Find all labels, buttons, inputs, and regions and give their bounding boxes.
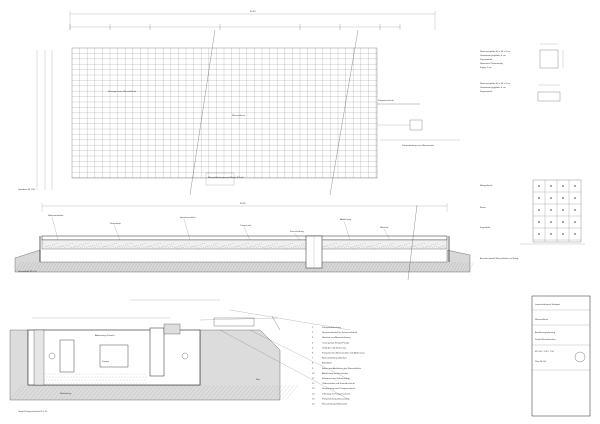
section-caption: Schnitt A-A' M 1:20 bbox=[18, 270, 37, 273]
small-detail-label-1: Belagsfläche bbox=[480, 185, 493, 187]
legend-top: Natursteinplatte 30 x 30 x 3 cmUnterbeto… bbox=[480, 43, 564, 102]
section-label: Kiesschüttung bbox=[290, 230, 305, 233]
section-label: Natursteinplatte bbox=[48, 214, 64, 217]
list-number: 14 bbox=[312, 393, 315, 395]
list-item: Geländer und Sicherung bbox=[322, 346, 346, 349]
list-number: 6 bbox=[312, 353, 314, 355]
list-number: 4 bbox=[312, 342, 314, 344]
plan-label-box: Wasserfläche gesamt Fläche 870 m² bbox=[208, 176, 244, 179]
legend-line: Unterbeton geglättet, 8 cm bbox=[480, 86, 506, 89]
detail-caption: Detail Pumpenschacht M 1:10 bbox=[18, 410, 48, 413]
legend-line: Natursteinplatte 30 x 30 x 3 cm bbox=[480, 82, 510, 85]
title-block: Landschaftspark Stuttgart Wasserfläche A… bbox=[531, 295, 591, 417]
legend-line: Fugenmörtel bbox=[480, 90, 493, 93]
list-number: 3 bbox=[312, 337, 314, 339]
section-label: Überlauf bbox=[380, 226, 389, 229]
list-item: Mörtelbett bbox=[322, 362, 332, 365]
title-row2: Detail Wasserbecken bbox=[535, 338, 556, 341]
legend-line: Naturstein Plattenbelag bbox=[480, 62, 504, 65]
list-item: Wasserleitung Einbauteile bbox=[322, 403, 348, 406]
detail-label-2: Pumpe bbox=[102, 361, 110, 363]
title-main: Landschaftspark Stuttgart bbox=[535, 303, 560, 306]
title-sub: Wasserfläche bbox=[535, 318, 549, 321]
list-item: Ölabscheider und Kontrollschacht bbox=[322, 382, 355, 385]
list-item: Tauchpumpe Einlauf Pumpe bbox=[322, 342, 350, 344]
list-item: Beton und Abdichtung der Wasserfläche bbox=[322, 367, 362, 370]
list-number: 11 bbox=[312, 378, 315, 380]
list-item: Pumpenschachtkonstruktion mit Abdeckung bbox=[322, 352, 365, 355]
small-detail-label-3: Fugenbild bbox=[480, 227, 490, 229]
small-detail: Belagsfläche Rinne Fugenbild Anschlussde… bbox=[480, 179, 585, 260]
list-number: 7 bbox=[312, 358, 314, 360]
list-number: 1 bbox=[312, 327, 314, 329]
list-item: Zuleitung im Pumpenschacht bbox=[322, 392, 351, 395]
plan-label-center: Wasserfläche bbox=[232, 114, 246, 117]
legend-line: Natursteinplatte 30 x 30 x 3 cm bbox=[480, 50, 510, 53]
list-number: 9 bbox=[312, 368, 314, 370]
plan-label-right: Pumpenschacht bbox=[378, 99, 394, 102]
list-item: Pumpenleitung Wasserwerk bbox=[322, 397, 350, 400]
section-label: Tragschicht bbox=[240, 224, 252, 227]
small-detail-label-2: Rinne bbox=[480, 207, 486, 209]
detail-label-4: Kies bbox=[256, 379, 261, 381]
list-number: 15 bbox=[312, 398, 315, 400]
title-row1: Ausführungsplanung bbox=[535, 331, 556, 334]
list-item: Entwässerung Schachtsohle bbox=[322, 377, 350, 380]
list-number: 12 bbox=[312, 383, 315, 385]
list-number: 13 bbox=[312, 388, 315, 390]
plan-total-dim: 65.93 bbox=[250, 11, 256, 13]
list-item: Rohrverbindung Überlauf bbox=[322, 357, 347, 360]
section-label: Speicherschicht bbox=[180, 216, 196, 219]
list-item: Pumpenabdeckung bbox=[322, 327, 342, 329]
list-number: 16 bbox=[312, 404, 315, 406]
plan-view: 65.93 Drainage unter Wasserfläche Wasser… bbox=[18, 11, 460, 196]
section-label: Abdichtung bbox=[340, 218, 352, 221]
list-item: Abdichtung mit Schutzvlies bbox=[322, 372, 349, 375]
legend-line: Fugen 1 cm bbox=[480, 67, 492, 69]
small-detail-caption: Anschlussdetail Wasserfläche an Belag bbox=[480, 257, 519, 260]
plan-label-bottom: Pumpenleitung zum Wasserwerk bbox=[402, 144, 435, 147]
list-item: Druckleitung zum Pumpenschacht bbox=[322, 387, 356, 390]
list-number: 2 bbox=[312, 332, 314, 334]
list-item: Revisionsdeckel für Schachtschacht bbox=[322, 331, 357, 334]
plan-label-left: Drainage unter Wasserfläche bbox=[108, 90, 137, 93]
title-scale: M 1:50 / 1:20 / 1:10 bbox=[535, 351, 555, 353]
detail-view: Abdeckung Schacht Pumpe Rohrleitung Kies… bbox=[9, 299, 351, 413]
list-number: 8 bbox=[312, 363, 314, 365]
section-label: Drainmatte bbox=[110, 222, 121, 225]
detail-label-1: Abdeckung Schacht bbox=[95, 334, 115, 337]
list-item: Überlauf zur Abwasserleitung bbox=[322, 336, 351, 339]
legend-line: Fugenmörtel bbox=[480, 58, 493, 61]
legend-list: 1 Pumpenabdeckung 2 Revisionsdeckel für Sch… bbox=[312, 327, 365, 406]
plan-caption: Grundriss M 1:50 bbox=[18, 188, 36, 191]
title-plan-no: Plan Nr. 04 bbox=[535, 360, 547, 363]
list-number: 10 bbox=[312, 373, 315, 375]
detail-label-3: Rohrleitung bbox=[60, 392, 72, 395]
list-number: 5 bbox=[312, 347, 314, 349]
section-dim: 65.93 bbox=[240, 203, 246, 205]
legend-line: Unterbeton geglättet, 8 cm bbox=[480, 54, 506, 57]
